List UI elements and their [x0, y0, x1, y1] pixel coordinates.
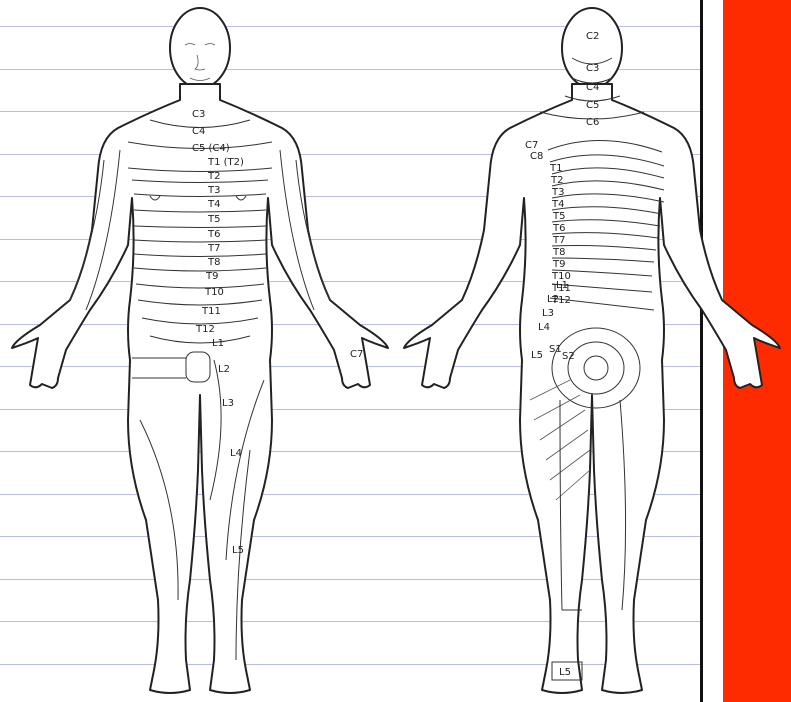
front-label-l1: L1	[212, 338, 224, 349]
back-label-t5: T5	[552, 211, 565, 222]
front-label-l4: L4	[230, 448, 242, 459]
back-label-s1: S1	[549, 344, 562, 355]
front-label-t6: T6	[207, 229, 220, 240]
back-label-l2: L2	[547, 294, 559, 305]
front-label-l2: L2	[218, 364, 230, 375]
back-head	[562, 8, 622, 88]
back-label-c2: C2	[586, 31, 599, 42]
back-label-foot-l5: L5	[559, 667, 571, 678]
back-label-l4: L4	[538, 322, 550, 333]
front-label-t10: T10	[204, 287, 224, 298]
back-label-l5: L5	[531, 350, 543, 361]
back-label-t6: T6	[552, 223, 565, 234]
front-label-c7: C7	[350, 349, 363, 360]
front-label-t3: T3	[207, 185, 220, 196]
front-label-t2: T2	[207, 171, 220, 182]
front-label-t9: T9	[205, 271, 218, 282]
front-label-t12: T12	[195, 324, 215, 335]
back-label-l1: L1	[556, 280, 568, 291]
back-label-c5: C5	[586, 100, 599, 111]
back-label-c7: C7	[525, 140, 538, 151]
front-label-c3: C3	[192, 109, 205, 120]
back-label-t3: T3	[551, 187, 564, 198]
back-label-c8: C8	[530, 151, 543, 162]
front-label-c5: C5 (C4)	[192, 143, 230, 154]
front-label-t11: T11	[201, 306, 221, 317]
front-label-t1: T1 (T2)	[207, 157, 244, 168]
back-label-t4: T4	[551, 199, 564, 210]
front-head	[170, 8, 230, 88]
front-figure: C3 C4 C5 (C4) T1 (T2) T2 T3 T4 T5 T6 T7 …	[12, 8, 388, 693]
front-label-t8: T8	[207, 257, 220, 268]
back-label-t9: T9	[552, 259, 565, 270]
back-label-t8: T8	[552, 247, 565, 258]
front-label-c4: C4	[192, 126, 205, 137]
back-label-c6: C6	[586, 117, 599, 128]
front-label-t5: T5	[207, 214, 220, 225]
back-label-l3: L3	[542, 308, 554, 319]
back-label-s2: S2	[562, 351, 575, 362]
back-label-t2: T2	[550, 175, 563, 186]
back-figure: C2 C3 C4 C5 C6 C7 C8 T1 T2 T3 T4 T5 T6 T…	[404, 8, 780, 693]
front-label-l5: L5	[232, 545, 244, 556]
front-body	[12, 84, 388, 693]
front-label-t4: T4	[207, 199, 220, 210]
front-label-t7: T7	[207, 243, 220, 254]
front-label-l3: L3	[222, 398, 234, 409]
back-label-t1: T1	[549, 163, 562, 174]
back-label-t7: T7	[552, 235, 565, 246]
back-label-c3: C3	[586, 63, 599, 74]
back-body	[404, 84, 780, 693]
back-label-c4: C4	[586, 82, 599, 93]
